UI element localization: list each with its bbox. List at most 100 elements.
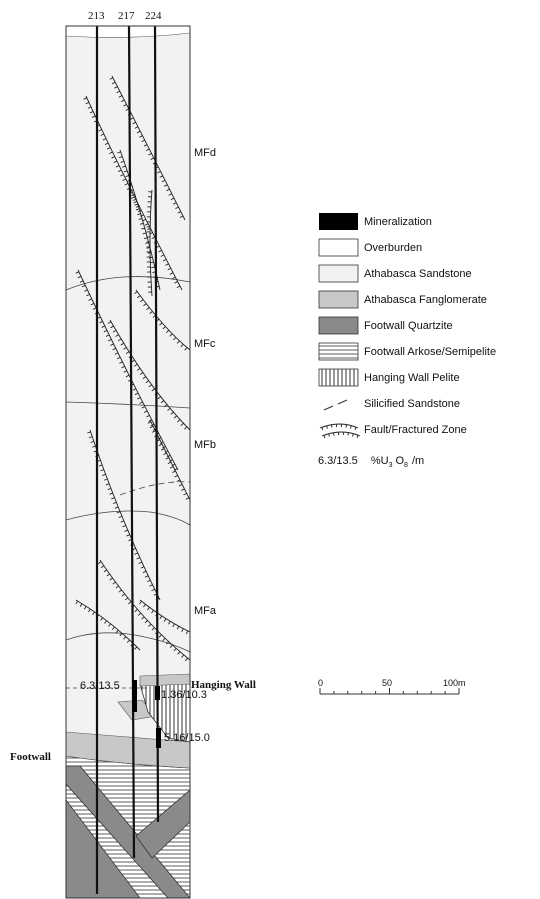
fault-tick <box>124 183 129 186</box>
fault-tick <box>100 133 105 136</box>
zone-label-mfa: MFa <box>194 605 217 617</box>
fault-tick <box>150 157 154 160</box>
fault-tick <box>158 250 162 253</box>
fault-tick <box>112 329 117 333</box>
legend-swatch-overburden <box>318 238 359 257</box>
scale-tick-label: 100m <box>443 678 466 688</box>
fault-tick <box>112 581 116 585</box>
legend-symbol-fault <box>319 423 361 439</box>
fault-tick <box>158 634 162 638</box>
fault-tick <box>79 603 83 607</box>
fault-tick <box>185 657 188 662</box>
fault-tick <box>143 604 146 608</box>
fault-tick <box>98 129 102 132</box>
fault-tick <box>151 627 155 631</box>
fault-tick <box>141 616 145 620</box>
fault-tick <box>120 520 125 523</box>
fault-tick <box>108 338 112 342</box>
fault-tick <box>141 227 145 230</box>
fault-tick <box>109 492 113 495</box>
fault-tick <box>142 570 147 574</box>
fault-tick <box>122 178 126 181</box>
drillhole-label: 224 <box>145 10 162 22</box>
legend-label: Hanging Wall Pelite <box>364 372 460 384</box>
fault-tick <box>121 593 125 597</box>
fault-tick <box>168 193 173 196</box>
fault-tick <box>169 459 173 462</box>
fault-tick <box>118 589 122 593</box>
fault-tick <box>140 299 144 303</box>
fault-tick <box>172 470 176 473</box>
fault-tick <box>142 232 147 235</box>
zone-label-mfd: MFd <box>194 147 216 159</box>
fault-tick <box>90 440 94 443</box>
fault-tick <box>162 637 166 642</box>
fault-tick <box>104 620 108 624</box>
fault-tick <box>88 608 91 613</box>
fault-tick <box>148 419 152 422</box>
fault-tick <box>132 198 137 201</box>
fault-tick <box>115 165 120 168</box>
drillhole-label: 213 <box>88 10 105 22</box>
fault-tick <box>181 488 185 491</box>
drillhole-label: 217 <box>118 10 135 22</box>
fault-tick <box>354 427 357 431</box>
legend-label: Fault/Fractured Zone <box>364 424 467 436</box>
fault-tick <box>326 425 328 429</box>
hanging-wall-cap <box>139 673 190 687</box>
fault-tick <box>164 450 169 453</box>
fault-tick <box>100 617 104 621</box>
fault-tick <box>160 254 165 257</box>
fault-tick <box>169 333 173 337</box>
fault-tick <box>166 188 170 192</box>
horizon-line-mfa-base <box>66 632 190 653</box>
fault-tick <box>139 401 143 405</box>
legend-swatch-fanglomerate <box>318 290 359 309</box>
fault-tick <box>180 343 184 348</box>
horizon-line-mfb-mfa <box>66 510 190 526</box>
fault-tick <box>92 611 95 615</box>
fault-tick <box>106 573 110 577</box>
fault-tick <box>88 298 92 301</box>
fault-tick <box>145 380 149 384</box>
fault-tick <box>120 160 125 163</box>
fault-tick <box>151 266 155 269</box>
footwall-quartzite-unit <box>66 799 141 898</box>
fault-tick <box>124 597 129 601</box>
fault-tick <box>140 214 144 217</box>
fault-tick <box>174 281 178 284</box>
fault-tick <box>110 325 114 329</box>
fault-tick <box>181 628 184 632</box>
mineralization-intercept <box>132 680 137 712</box>
fault-tick <box>117 151 121 154</box>
fault-tick <box>117 169 122 172</box>
fault-tick <box>107 487 112 491</box>
fault-tick <box>145 148 150 152</box>
fault-tick <box>115 585 119 589</box>
fault-tick <box>147 607 150 611</box>
fault-line <box>85 95 183 291</box>
fault-tick <box>162 258 167 262</box>
fault-tick <box>184 347 188 351</box>
fault-tick <box>157 396 161 400</box>
fault-tick <box>125 351 130 354</box>
fault-tick <box>132 388 137 391</box>
fault-line <box>75 599 141 651</box>
fault-tick <box>150 261 154 264</box>
fault-tick <box>134 203 138 206</box>
fault-tick <box>101 325 105 328</box>
fault-tick <box>177 651 181 655</box>
fault-tick <box>356 435 359 439</box>
scale-tick-label: 0 <box>318 678 323 688</box>
fault-tick <box>149 232 153 235</box>
fault-tick <box>103 478 108 481</box>
fault-tick <box>176 626 180 630</box>
fault-tick <box>143 303 147 307</box>
fault-tick <box>162 446 166 449</box>
fault-tick <box>136 130 141 134</box>
fault-tick <box>165 457 169 460</box>
fault-tick <box>148 153 152 156</box>
fault-tick <box>146 247 151 249</box>
fault-tick <box>87 431 91 434</box>
fault-tick <box>141 406 146 409</box>
